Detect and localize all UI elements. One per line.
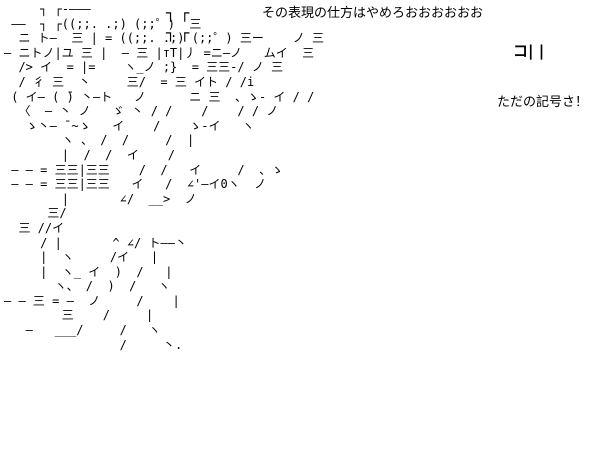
bracket-mark-top-left-second-icon: ┐ ┌ [166,24,190,42]
speech-line-main: その表現の仕方はやめろおおおおおお [262,6,484,21]
bracket-mark-top-right-icon: コ| | [513,42,545,60]
ascii-art-body: ┐ ┌‐――― ―― ┐ ┌((;;. .;) (;;゜) 三 ニ ト― 三 |… [4,2,324,352]
speech-line-side: ただの記号さ！ [497,95,589,110]
bracket-mark-top-left-icon: ┐ ┌ [166,4,190,22]
